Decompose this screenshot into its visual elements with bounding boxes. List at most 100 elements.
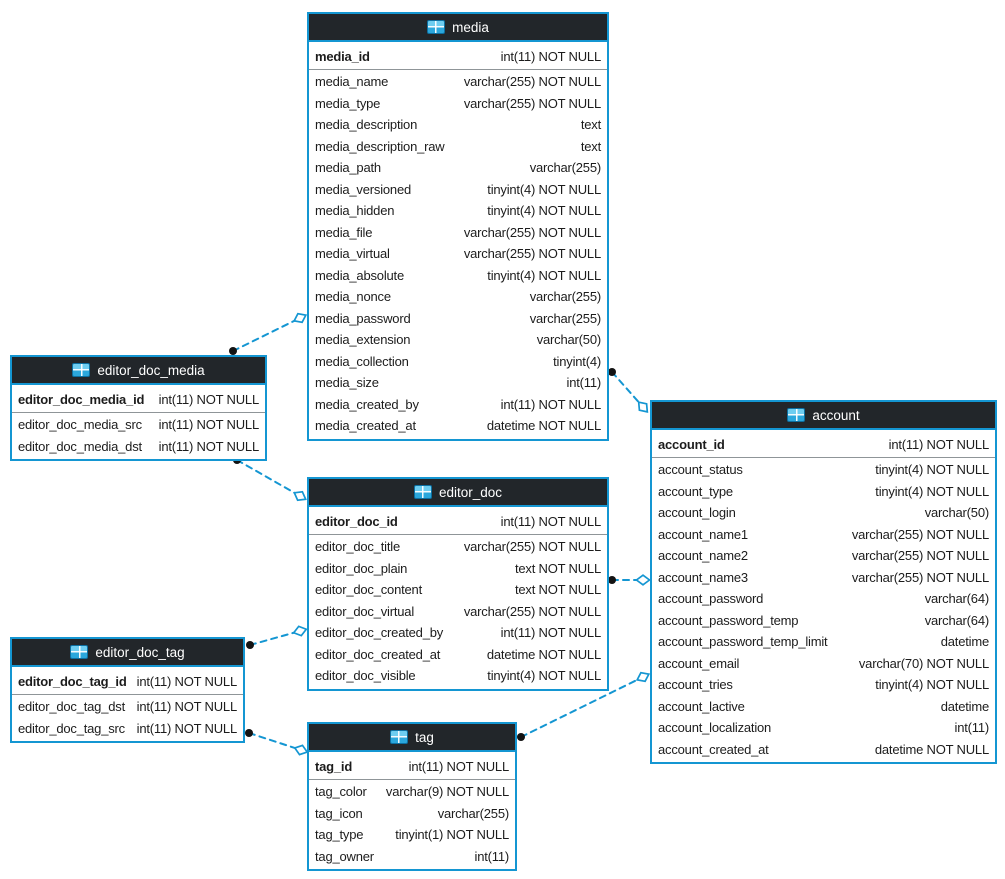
column-row[interactable]: account_type tinyint(4) NOT NULL: [652, 481, 995, 503]
column-row[interactable]: account_password_temp_limit datetime: [652, 631, 995, 653]
column-row[interactable]: editor_doc_visible tinyint(4) NOT NULL: [309, 665, 607, 687]
relationship-line-editor_doc_tag-editor_doc[interactable]: [249, 630, 301, 646]
column-row[interactable]: account_login varchar(50): [652, 502, 995, 524]
column-row[interactable]: media_hidden tinyint(4) NOT NULL: [309, 200, 607, 222]
column-row[interactable]: media_absolute tinyint(4) NOT NULL: [309, 265, 607, 287]
column-row[interactable]: media_type varchar(255) NOT NULL: [309, 93, 607, 115]
column-name: account_lactive: [658, 698, 745, 714]
column-row[interactable]: media_name varchar(255) NOT NULL: [309, 71, 607, 93]
column-row[interactable]: editor_doc_tag_id int(11) NOT NULL: [12, 668, 243, 695]
table-icon: [70, 645, 89, 659]
column-name: account_password_temp: [658, 612, 799, 628]
column-row[interactable]: media_collection tinyint(4): [309, 351, 607, 373]
table-media[interactable]: media media_id int(11) NOT NULL media_na…: [307, 12, 609, 441]
column-name: editor_doc_virtual: [315, 603, 415, 619]
column-type: int(11) NOT NULL: [888, 436, 990, 452]
column-row[interactable]: tag_type tinyint(1) NOT NULL: [309, 824, 515, 846]
column-row[interactable]: media_versioned tinyint(4) NOT NULL: [309, 179, 607, 201]
column-row[interactable]: editor_doc_created_at datetime NOT NULL: [309, 644, 607, 666]
table-icon: [413, 485, 432, 499]
column-row[interactable]: account_name1 varchar(255) NOT NULL: [652, 524, 995, 546]
table-tag-header[interactable]: tag: [309, 724, 515, 752]
column-row[interactable]: media_virtual varchar(255) NOT NULL: [309, 243, 607, 265]
column-row[interactable]: media_path varchar(255): [309, 157, 607, 179]
column-name: media_password: [315, 310, 411, 326]
column-type: text NOT NULL: [514, 582, 601, 598]
relationship-line-tag-account[interactable]: [520, 676, 644, 738]
relationship-diamond-marker: [635, 671, 651, 683]
column-row[interactable]: editor_doc_title varchar(255) NOT NULL: [309, 536, 607, 558]
column-row[interactable]: editor_doc_content text NOT NULL: [309, 579, 607, 601]
table-title: tag: [415, 729, 434, 745]
column-row[interactable]: media_file varchar(255) NOT NULL: [309, 222, 607, 244]
column-row[interactable]: editor_doc_created_by int(11) NOT NULL: [309, 622, 607, 644]
table-title: media: [452, 19, 489, 35]
column-row[interactable]: editor_doc_virtual varchar(255) NOT NULL: [309, 601, 607, 623]
column-type: varchar(255) NOT NULL: [463, 74, 601, 90]
column-row[interactable]: media_password varchar(255): [309, 308, 607, 330]
column-row[interactable]: media_nonce varchar(255): [309, 286, 607, 308]
column-row[interactable]: editor_doc_media_src int(11) NOT NULL: [12, 414, 265, 436]
column-row[interactable]: media_created_by int(11) NOT NULL: [309, 394, 607, 416]
column-type: int(11) NOT NULL: [500, 625, 602, 641]
table-editor-doc-tag-header[interactable]: editor_doc_tag: [12, 639, 243, 667]
table-editor-doc-tag[interactable]: editor_doc_tag editor_doc_tag_id int(11)…: [10, 637, 245, 743]
column-type: tinyint(4) NOT NULL: [875, 483, 989, 499]
column-row[interactable]: tag_color varchar(9) NOT NULL: [309, 781, 515, 803]
column-name: editor_doc_plain: [315, 560, 408, 576]
relationship-line-editor_doc_tag-tag[interactable]: [248, 732, 302, 751]
relationship-dot-marker: [517, 733, 525, 741]
column-row[interactable]: account_email varchar(70) NOT NULL: [652, 653, 995, 675]
column-row[interactable]: account_password varchar(64): [652, 588, 995, 610]
column-row[interactable]: editor_doc_tag_dst int(11) NOT NULL: [12, 696, 243, 718]
column-row[interactable]: media_size int(11): [309, 372, 607, 394]
relationship-dot-marker: [245, 729, 253, 737]
column-name: media_absolute: [315, 267, 404, 283]
column-row[interactable]: editor_doc_media_id int(11) NOT NULL: [12, 386, 265, 413]
column-row[interactable]: media_extension varchar(50): [309, 329, 607, 351]
column-row[interactable]: editor_doc_plain text NOT NULL: [309, 558, 607, 580]
column-row[interactable]: account_lactive datetime: [652, 696, 995, 718]
table-editor-doc-media[interactable]: editor_doc_media editor_doc_media_id int…: [10, 355, 267, 461]
column-row[interactable]: media_created_at datetime NOT NULL: [309, 415, 607, 437]
table-account-header[interactable]: account: [652, 402, 995, 430]
column-type: int(11) NOT NULL: [408, 758, 510, 774]
column-name: media_hidden: [315, 203, 395, 219]
column-type: int(11) NOT NULL: [500, 48, 602, 64]
column-row[interactable]: media_description text: [309, 114, 607, 136]
column-row[interactable]: account_created_at datetime NOT NULL: [652, 739, 995, 761]
table-account[interactable]: account account_id int(11) NOT NULL acco…: [650, 400, 997, 764]
column-row[interactable]: editor_doc_id int(11) NOT NULL: [309, 508, 607, 535]
column-name: account_password: [658, 591, 764, 607]
table-editor-doc-header[interactable]: editor_doc: [309, 479, 607, 507]
table-editor-doc[interactable]: editor_doc editor_doc_id int(11) NOT NUL…: [307, 477, 609, 691]
table-editor-doc-media-columns: editor_doc_media_id int(11) NOT NULL edi…: [12, 385, 265, 459]
column-type: varchar(255): [437, 805, 509, 821]
column-row[interactable]: account_status tinyint(4) NOT NULL: [652, 459, 995, 481]
column-row[interactable]: account_name2 varchar(255) NOT NULL: [652, 545, 995, 567]
table-tag[interactable]: tag tag_id int(11) NOT NULL tag_color va…: [307, 722, 517, 871]
column-row[interactable]: account_id int(11) NOT NULL: [652, 431, 995, 458]
column-row[interactable]: account_name3 varchar(255) NOT NULL: [652, 567, 995, 589]
column-row[interactable]: tag_owner int(11): [309, 846, 515, 868]
column-row[interactable]: media_description_raw text: [309, 136, 607, 158]
column-name: account_name3: [658, 569, 748, 585]
column-name: media_type: [315, 95, 381, 111]
column-row[interactable]: editor_doc_media_dst int(11) NOT NULL: [12, 436, 265, 458]
column-row[interactable]: tag_id int(11) NOT NULL: [309, 753, 515, 780]
column-row[interactable]: media_id int(11) NOT NULL: [309, 43, 607, 70]
table-editor-doc-media-header[interactable]: editor_doc_media: [12, 357, 265, 385]
column-row[interactable]: account_tries tinyint(4) NOT NULL: [652, 674, 995, 696]
relationship-line-editor_doc_media-editor_doc[interactable]: [236, 459, 301, 497]
column-row[interactable]: editor_doc_tag_src int(11) NOT NULL: [12, 718, 243, 740]
table-media-header[interactable]: media: [309, 14, 607, 42]
column-type: text: [580, 138, 601, 154]
column-name: account_email: [658, 655, 740, 671]
table-title: editor_doc_media: [97, 362, 205, 378]
column-type: tinyint(1) NOT NULL: [395, 827, 509, 843]
relationship-line-editor_doc_media-media[interactable]: [232, 317, 301, 352]
column-row[interactable]: account_localization int(11): [652, 717, 995, 739]
column-row[interactable]: account_password_temp varchar(64): [652, 610, 995, 632]
column-row[interactable]: tag_icon varchar(255): [309, 803, 515, 825]
